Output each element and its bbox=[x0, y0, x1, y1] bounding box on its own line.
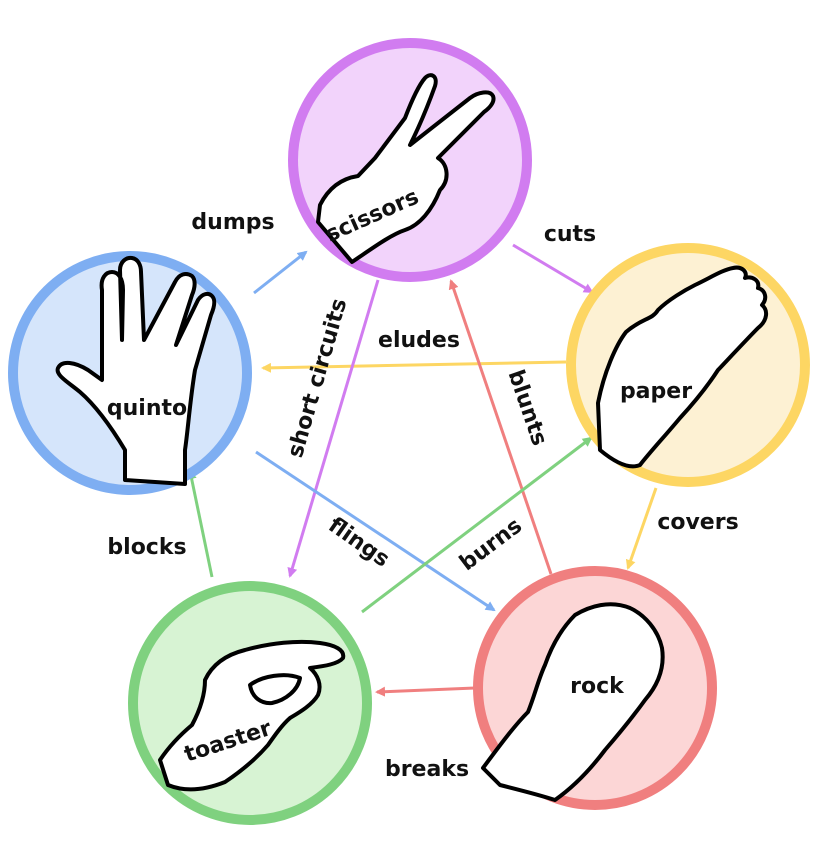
edge-label-blunts: blunts bbox=[503, 367, 552, 449]
edge-breaks bbox=[375, 686, 476, 697]
rock-hand-icon bbox=[481, 602, 665, 802]
edge-label-eludes: eludes bbox=[378, 328, 460, 353]
edge-label-blocks: blocks bbox=[107, 535, 186, 560]
toaster-hand-icon bbox=[158, 639, 346, 792]
edge-dumps bbox=[253, 250, 308, 295]
edge-label-breaks: breaks bbox=[385, 757, 469, 782]
paper-label: paper bbox=[620, 379, 692, 404]
rock-node-ring bbox=[473, 566, 717, 810]
quinto-hand-icon bbox=[55, 255, 217, 486]
edge-label-burns: burns bbox=[455, 513, 527, 576]
edge-label-cuts: cuts bbox=[544, 222, 596, 247]
edge-label-dumps: dumps bbox=[191, 210, 274, 235]
edge-burns bbox=[361, 436, 593, 614]
rock-label: rock bbox=[570, 674, 625, 699]
edge-label-covers: covers bbox=[657, 510, 738, 535]
quinto-label: quinto bbox=[107, 396, 187, 421]
edge-short-circuits bbox=[287, 279, 380, 578]
paper-hand-icon bbox=[596, 265, 769, 469]
edge-covers bbox=[625, 487, 658, 570]
paper-node-ring bbox=[566, 243, 810, 487]
edge-cuts bbox=[512, 243, 594, 294]
toaster-node-ring bbox=[128, 581, 372, 825]
edge-blocks bbox=[186, 469, 214, 578]
scissors-hand-icon bbox=[316, 73, 496, 264]
edge-flings bbox=[255, 450, 496, 612]
scissors-node-ring bbox=[288, 38, 532, 282]
edge-label-short-circuits: short circuits bbox=[283, 296, 352, 461]
edge-blunts bbox=[448, 279, 553, 575]
edge-eludes bbox=[261, 360, 567, 373]
